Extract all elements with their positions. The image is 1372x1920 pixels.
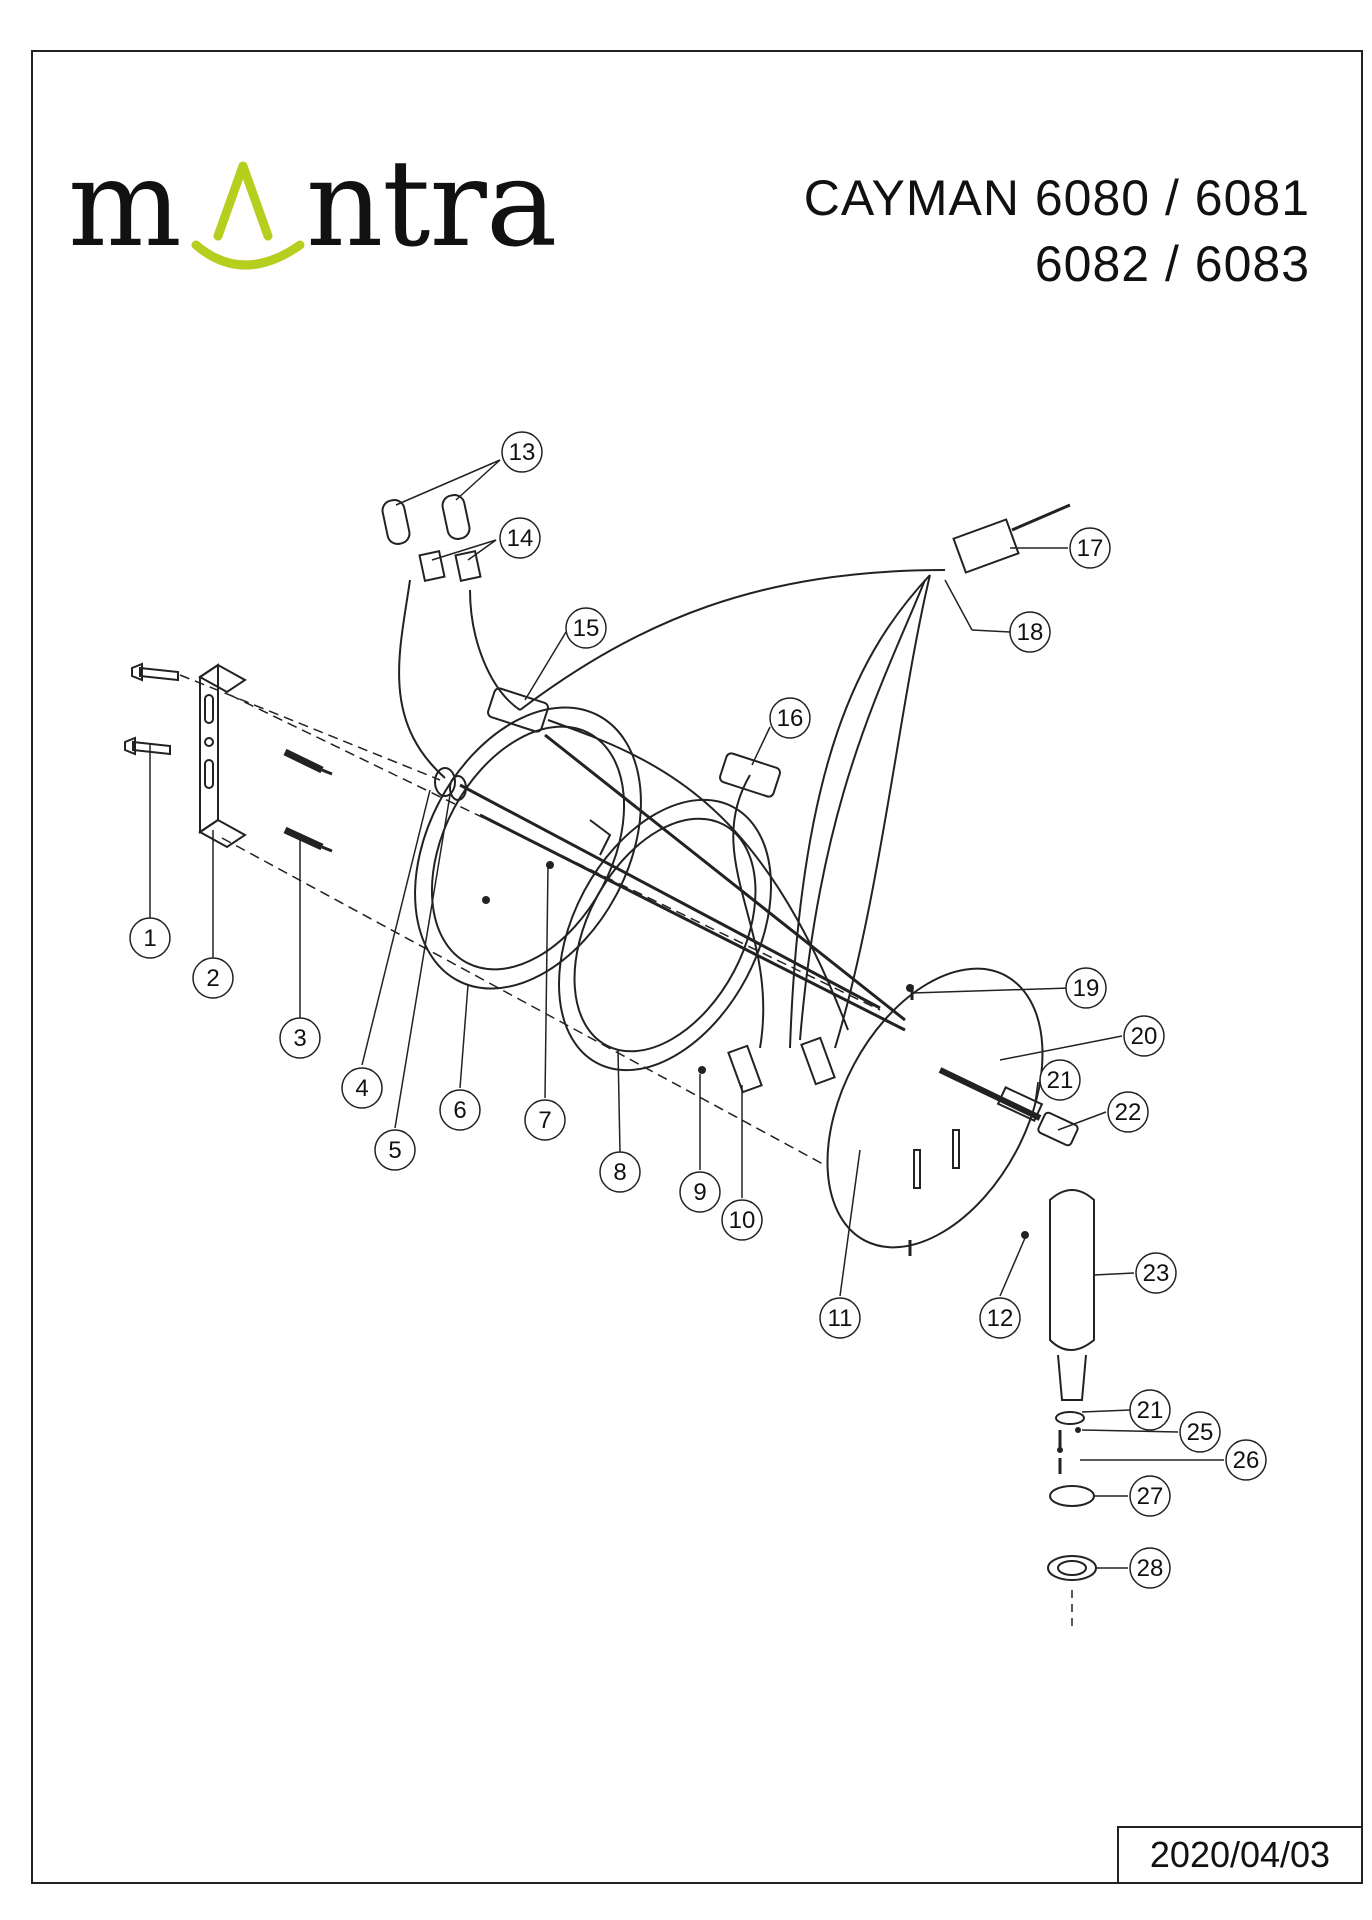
callout-circle-16 [769,697,811,739]
logo-accent-icon [191,161,305,270]
callout-number-18: 18 [1017,619,1044,646]
callout-circle-27 [1129,1475,1171,1517]
callout-number-3: 3 [293,1025,306,1052]
callout-circle-6 [439,1089,481,1131]
callout-number-13: 13 [509,439,536,466]
callout-circle-5 [374,1129,416,1171]
product-title: CAYMAN 6080 / 6081 [803,170,1310,226]
logo-text-ntra: ntra [306,135,557,274]
callout-number-26: 26 [1233,1447,1260,1474]
callout-circle-1 [129,917,171,959]
callout-number-22: 22 [1115,1099,1142,1126]
revision-date: 2020/04/03 [1117,1826,1363,1884]
callout-number-20: 20 [1131,1023,1158,1050]
callout-circle-20 [1123,1015,1165,1057]
callout-circle-7 [524,1099,566,1141]
callout-number-5: 5 [388,1137,401,1164]
logo-text-m: m [68,135,182,274]
page-frame [31,50,1363,1884]
callout-number-1: 1 [143,925,156,952]
callout-circle-25 [1179,1411,1221,1453]
callout-number-8: 8 [613,1159,626,1186]
callout-number-25: 25 [1187,1419,1214,1446]
callout-number-4: 4 [355,1075,368,1102]
callout-number-6: 6 [453,1097,466,1124]
callout-number-9: 9 [693,1179,706,1206]
callout-circle-15 [565,607,607,649]
callout-circle-26 [1225,1439,1267,1481]
callout-circle-24 [1129,1389,1171,1431]
callout-circle-21 [1039,1059,1081,1101]
callout-number-23: 23 [1143,1260,1170,1287]
callout-circle-11 [819,1297,861,1339]
wall-bracket [198,663,247,849]
callout-number-27: 27 [1137,1483,1164,1510]
callout-circle-4 [341,1067,383,1109]
callout-number-12: 12 [987,1305,1014,1332]
callout-number-10: 10 [729,1207,756,1234]
callout-number-19: 19 [1073,975,1100,1002]
callout-number-11: 11 [828,1305,853,1332]
callout-number-24: 21 [1137,1397,1164,1424]
callout-circle-22 [1107,1091,1149,1133]
callout-circle-19 [1065,967,1107,1009]
diffuser-ring [558,798,772,1072]
callout-number-2: 2 [206,965,219,992]
callout-number-16: 16 [777,705,804,732]
screws [283,748,333,853]
callout-circle-18 [1009,611,1051,653]
base-plate [826,967,1044,1256]
callout-circle-8 [599,1151,641,1193]
callout-number-14: 14 [507,525,534,552]
wall-plugs [124,662,179,756]
callout-number-21: 21 [1047,1067,1074,1094]
callout-number-7: 7 [538,1107,551,1134]
callout-circle-3 [279,1017,321,1059]
callout-circle-28 [1129,1547,1171,1589]
callout-number-15: 15 [573,615,600,642]
brand-logo: m ntra [68,140,588,290]
product-codes: 6082 / 6083 [1034,236,1310,292]
callout-circle-9 [679,1171,721,1213]
front-ring [414,706,642,990]
spot-head [1049,1189,1095,1401]
callout-circle-2 [192,957,234,999]
callout-circle-13 [501,431,543,473]
callout-circle-17 [1069,527,1111,569]
callout-circle-12 [979,1297,1021,1339]
callout-number-28: 28 [1137,1555,1164,1582]
callout-number-17: 17 [1077,535,1104,562]
callout-circle-14 [499,517,541,559]
callout-circle-23 [1135,1252,1177,1294]
callout-circle-10 [721,1199,763,1241]
